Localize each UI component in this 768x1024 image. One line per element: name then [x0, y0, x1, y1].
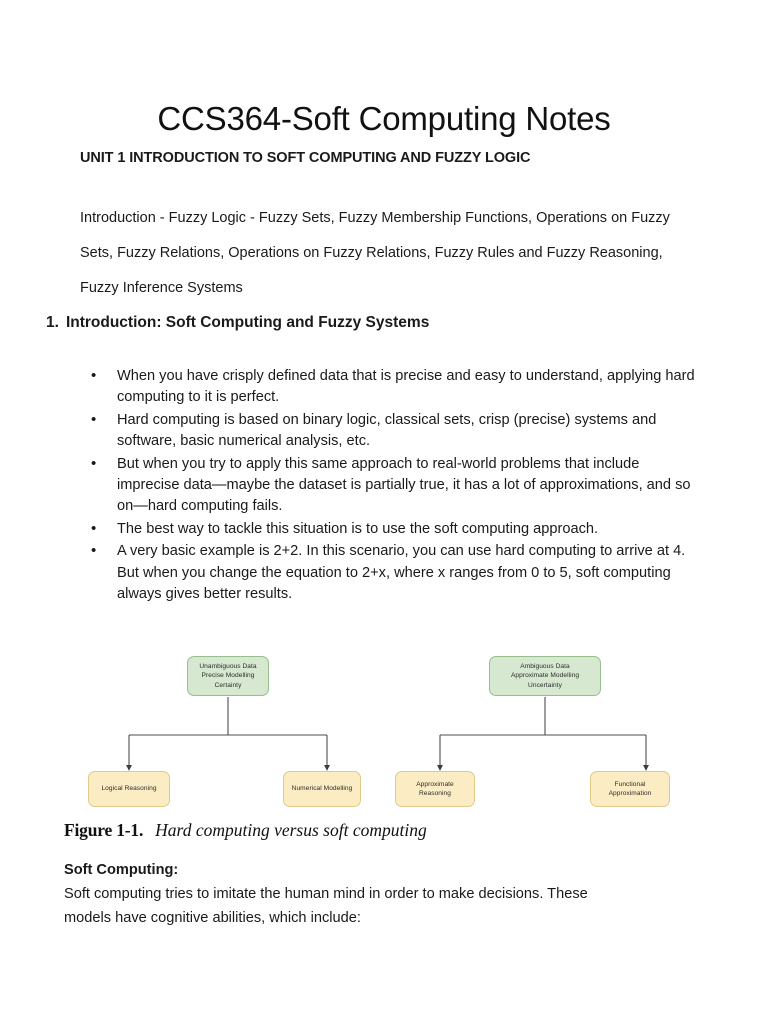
list-item: The best way to tackle this situation is…: [84, 518, 696, 540]
node-logical-reasoning: Logical Reasoning: [88, 771, 170, 807]
figure-caption: Figure 1-1. Hard computing versus soft co…: [64, 820, 427, 841]
node-logical-reasoning-label: Logical Reasoning: [101, 785, 157, 793]
node-numerical-modelling: Numerical Modelling: [283, 771, 361, 807]
node-functional-approximation-line-2: Approximation: [608, 790, 652, 797]
node-soft-root: Ambiguous Data Approximate Modelling Unc…: [489, 656, 601, 696]
section-heading: 1. Introduction: Soft Computing and Fuzz…: [46, 314, 706, 332]
list-item: A very basic example is 2+2. In this sce…: [84, 540, 696, 605]
connector-lines: [125, 697, 650, 771]
figure-caption-label: Figure 1-1.: [64, 820, 144, 840]
node-numerical-modelling-label: Numerical Modelling: [291, 785, 353, 793]
node-approximate-reasoning: Approximate Reasoning: [395, 771, 475, 807]
bullet-list: When you have crisply defined data that …: [84, 365, 696, 606]
node-soft-root-line-2: Approximate Modelling: [510, 672, 580, 680]
page-title: CCS364-Soft Computing Notes: [157, 100, 611, 138]
figure-caption-text: Hard computing versus soft computing: [155, 820, 427, 840]
node-soft-root-line-1: Ambiguous Data: [520, 663, 570, 671]
soft-computing-label: Soft Computing:: [64, 862, 179, 878]
node-approximate-reasoning-line-2: Reasoning: [419, 790, 451, 797]
soft-computing-body: Soft computing tries to imitate the huma…: [64, 886, 588, 926]
node-functional-approximation-line-1: Functional: [614, 780, 646, 788]
node-approximate-reasoning-line-1: Approximate: [416, 780, 454, 788]
node-functional-approximation: Functional Approximation: [590, 771, 670, 807]
node-hard-root: Unambiguous Data Precise Modelling Certa…: [187, 656, 269, 696]
figure-1-1: Unambiguous Data Precise Modelling Certa…: [0, 632, 768, 822]
soft-computing-block: Soft Computing: Soft computing tries to …: [64, 858, 604, 930]
node-hard-root-line-2: Precise Modelling: [201, 672, 255, 680]
unit-heading: UNIT 1 INTRODUCTION TO SOFT COMPUTING AN…: [80, 150, 531, 166]
list-item: When you have crisply defined data that …: [84, 365, 696, 409]
syllabus-paragraph: Introduction - Fuzzy Logic - Fuzzy Sets,…: [80, 209, 670, 296]
node-hard-root-line-1: Unambiguous Data: [199, 663, 257, 671]
list-item: Hard computing is based on binary logic,…: [84, 409, 696, 453]
node-soft-root-line-3: Uncertainty: [528, 681, 562, 689]
hard-vs-soft-computing-diagram: Unambiguous Data Precise Modelling Certa…: [0, 632, 768, 822]
node-hard-root-line-3: Certainty: [214, 681, 242, 689]
list-item: But when you try to apply this same appr…: [84, 453, 696, 518]
section-number: 1.: [46, 314, 59, 331]
section-title: Introduction: Soft Computing and Fuzzy S…: [65, 314, 430, 331]
